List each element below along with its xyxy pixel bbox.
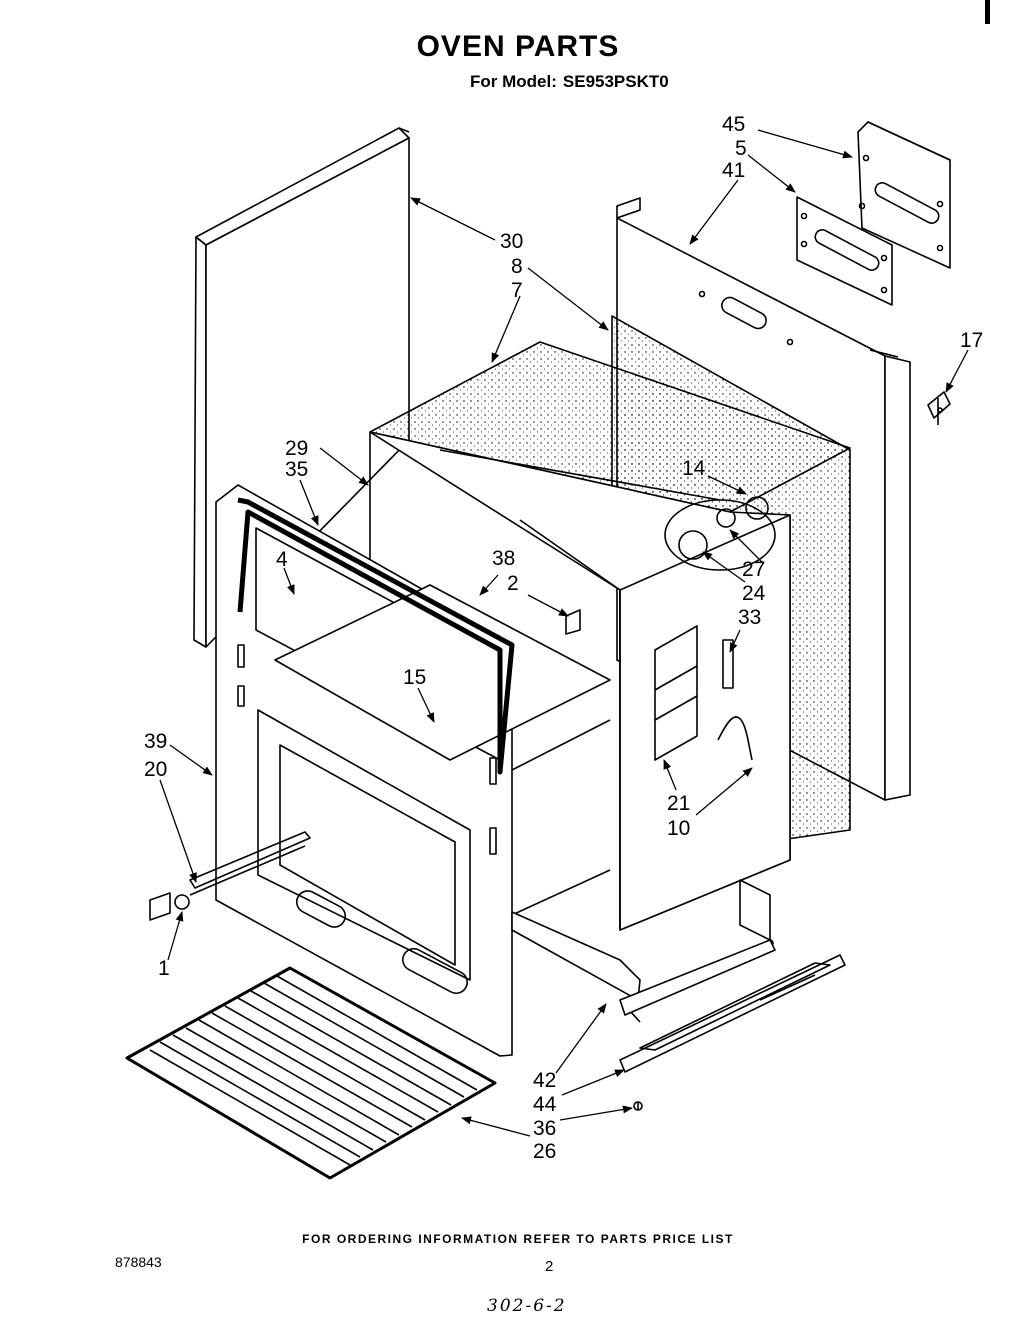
front-frame bbox=[215, 484, 641, 1057]
part-label-45: 45 bbox=[722, 113, 745, 136]
page-title: OVEN PARTS bbox=[416, 30, 620, 63]
model-prefix: For Model: bbox=[470, 72, 557, 91]
part-label-33: 33 bbox=[738, 606, 761, 629]
broiler-pan-part-44 bbox=[619, 939, 846, 1111]
scan-corner-mark bbox=[985, 0, 990, 24]
part-label-44: 44 bbox=[533, 1093, 557, 1116]
model-number: SE953PSKT0 bbox=[562, 72, 669, 91]
oven-rack-part-26 bbox=[125, 966, 497, 1180]
part-label-7: 7 bbox=[511, 279, 523, 302]
part-label-2: 2 bbox=[507, 572, 519, 595]
part-label-21: 21 bbox=[667, 792, 690, 815]
part-label-29: 29 bbox=[285, 437, 308, 460]
part-label-41: 41 bbox=[722, 159, 745, 182]
part-label-30: 30 bbox=[500, 230, 523, 253]
vent-gasket-part-5 bbox=[796, 196, 893, 306]
part-label-24: 24 bbox=[742, 582, 766, 605]
part-label-1: 1 bbox=[158, 957, 170, 980]
vent-plate-part-45 bbox=[857, 121, 951, 269]
part-label-38: 38 bbox=[492, 547, 515, 570]
part-label-4: 4 bbox=[276, 548, 288, 571]
part-label-10: 10 bbox=[667, 817, 690, 840]
rack-guide-part-20 bbox=[149, 831, 311, 921]
part-label-8: 8 bbox=[511, 255, 523, 278]
broiler-tray bbox=[619, 879, 776, 1016]
bracket-part-17 bbox=[927, 391, 951, 425]
part-label-20: 20 bbox=[144, 758, 167, 781]
part-label-14: 14 bbox=[682, 457, 706, 480]
part-label-15: 15 bbox=[403, 666, 426, 689]
document-number: 878843 bbox=[115, 1254, 162, 1270]
part-label-17: 17 bbox=[960, 329, 983, 352]
part-label-35: 35 bbox=[285, 458, 308, 481]
model-subtitle: For Model: SE953PSKT0 bbox=[470, 72, 675, 92]
page-number: 2 bbox=[545, 1258, 554, 1275]
part-label-5: 5 bbox=[735, 137, 747, 160]
part-label-27: 27 bbox=[742, 558, 765, 581]
part-number-labels: 45 5 41 30 8 7 17 29 35 14 4 38 2 27 24 … bbox=[144, 113, 983, 1163]
part-label-42: 42 bbox=[533, 1069, 556, 1092]
oven-liner-part-7 bbox=[369, 341, 851, 931]
part-label-39: 39 bbox=[144, 730, 167, 753]
ordering-info-note: FOR ORDERING INFORMATION REFER TO PARTS … bbox=[302, 1232, 734, 1246]
clip-part-2 bbox=[565, 609, 581, 635]
part-label-26: 26 bbox=[533, 1140, 556, 1163]
leader-arrows bbox=[159, 129, 969, 1137]
handwritten-note: 302-6-2 bbox=[487, 1296, 567, 1316]
part-label-36: 36 bbox=[533, 1117, 556, 1140]
door-gasket-part-35 bbox=[237, 497, 515, 775]
